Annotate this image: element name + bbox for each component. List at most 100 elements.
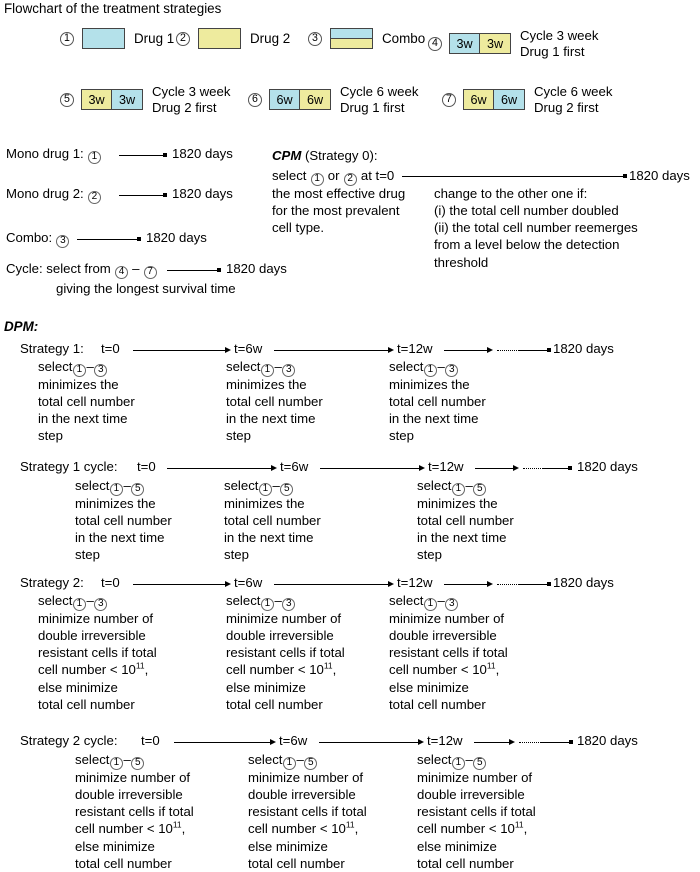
- body-line-4: cell number < 1011,: [75, 820, 186, 837]
- select-circle-to: 5: [473, 482, 487, 496]
- strategy-2-cycle-seg-3: [474, 742, 510, 743]
- body-line-1: minimize number of: [417, 770, 533, 785]
- body-line-1: minimizes the: [226, 377, 307, 392]
- mono-drug2-label: Mono drug 2:: [6, 186, 84, 201]
- strategy-1-cycle-seg-4: [543, 468, 570, 469]
- combo-line: [77, 239, 139, 240]
- cycle-cell-first: 3w: [450, 34, 480, 54]
- cycle-cell-second: 3w: [112, 90, 142, 110]
- body-line-1: minimize number of: [75, 770, 191, 785]
- legend-item-2: 2 Drug 2: [176, 28, 290, 49]
- strategy-1-seg-2: [274, 350, 389, 351]
- body-line-2: total cell number: [38, 394, 135, 410]
- strategy-1-cycle-body-col-3: minimizes the total cell number in the n…: [417, 495, 514, 564]
- cpm-right-line-3: (ii) the total cell number reemerges: [434, 220, 638, 236]
- mono-drug1-endpoint: [163, 153, 167, 157]
- body-line-6: total cell number: [75, 855, 172, 871]
- strategy-2-seg-2: [274, 584, 389, 585]
- strategy-2-cycle-endpoint: [569, 740, 573, 744]
- body-line-3: in the next time: [226, 411, 316, 427]
- strategy-2-cycle-t6: t=6w: [279, 733, 308, 748]
- body-line-2: total cell number: [417, 513, 514, 529]
- strategy-2-cycle-name: Strategy 2 cycle:: [20, 733, 118, 748]
- strategy-1-cycle-endpoint: [568, 466, 572, 470]
- strategy-2-cycle-t12: t=12w: [427, 733, 463, 748]
- legend-label-cycle-5: Cycle 3 week Drug 2 first: [152, 84, 230, 115]
- strategy-2-seg-4: [519, 584, 549, 585]
- strategy-2-cycle-seg-4: [541, 742, 571, 743]
- cycle-endpoint: [217, 268, 221, 272]
- cycle-cell-second: 3w: [480, 34, 510, 54]
- strategy-1-arrow-3: [487, 346, 493, 353]
- select-dash: –: [437, 593, 445, 608]
- select-circle-from: 1: [423, 363, 437, 377]
- select-dash: –: [272, 478, 280, 493]
- body-line-1: minimize number of: [248, 770, 364, 785]
- strategy-1-cycle-seg-1: [167, 468, 272, 469]
- cpm-right-lines: change to the other one if: (i) the tota…: [434, 185, 638, 271]
- select-circle-from: 1: [72, 363, 86, 377]
- select-circle-from: 1: [451, 756, 465, 770]
- body-line-3: resistant cells if total: [389, 645, 508, 661]
- strategy-2-end-label: 1820 days: [553, 575, 614, 590]
- strategy-1-t6: t=6w: [234, 341, 263, 356]
- body-line-3: resistant cells if total: [38, 645, 157, 661]
- body-line-5: else minimize: [38, 679, 118, 695]
- cycle-subtitle: giving the longest survival time: [56, 281, 236, 296]
- combo-top-half: [331, 29, 372, 39]
- select-pre: select: [38, 593, 73, 608]
- body-line-2: double irreversible: [75, 787, 183, 803]
- legend-label-cycle-7-line2: Drug 2 first: [534, 99, 599, 115]
- mono-drug2-end-label: 1820 days: [172, 186, 233, 201]
- strategy-1-cycle-t12: t=12w: [428, 459, 464, 474]
- cycle-circle-from: 4: [114, 265, 128, 279]
- body-line-4: cell number < 1011,: [248, 820, 359, 837]
- combo-end-label: 1820 days: [146, 230, 207, 245]
- legend-item-6: 6 6w 6w Cycle 6 week Drug 1 first: [248, 84, 418, 115]
- select-dash: –: [123, 752, 131, 767]
- legend-label-drug2: Drug 2: [250, 30, 291, 46]
- strategy-1-t0: t=0: [101, 341, 120, 356]
- body-line-1: minimizes the: [38, 377, 119, 392]
- strategy-1-cycle-arrow-1: [271, 464, 277, 471]
- select-dash: –: [437, 359, 445, 374]
- body-line-4: step: [224, 547, 249, 563]
- cpm-left-line-3: cell type.: [272, 220, 325, 236]
- mono-drug2-row: Mono drug 2: 2: [6, 186, 101, 204]
- combo-endpoint: [137, 237, 141, 241]
- select-dash: –: [465, 752, 473, 767]
- select-dash: –: [86, 593, 94, 608]
- body-line-3: in the next time: [417, 530, 507, 546]
- select-pre: select: [389, 359, 424, 374]
- body-line-3: resistant cells if total: [226, 645, 345, 661]
- mono-drug2-endpoint: [163, 193, 167, 197]
- legend-circle-6: 6: [248, 92, 262, 107]
- body-line-3: resistant cells if total: [75, 804, 194, 820]
- select-circle-from: 1: [260, 597, 274, 611]
- body-line-2: total cell number: [75, 513, 172, 529]
- cycle-cell-second: 6w: [300, 90, 330, 110]
- cpm-select-row: select 1 or 2 at t=0: [272, 168, 394, 186]
- cpm-right-line-5: threshold: [434, 254, 489, 270]
- body-line-5: else minimize: [248, 838, 328, 854]
- legend-label-cycle-4-line2: Drug 1 first: [520, 43, 585, 59]
- select-circle-to: 5: [304, 756, 318, 770]
- body-line-3: in the next time: [75, 530, 165, 546]
- body-line-4: step: [226, 428, 251, 444]
- strategy-2-body-col-3: minimize number of double irreversible r…: [389, 610, 508, 713]
- cycle-end-label: 1820 days: [226, 261, 287, 276]
- mono-drug1-label: Mono drug 1:: [6, 146, 84, 161]
- legend-swatch-combo: [330, 28, 373, 49]
- body-line-2: total cell number: [224, 513, 321, 529]
- legend-label-cycle-6-line1: Cycle 6 week: [340, 84, 419, 99]
- strategy-2-cycle-body-col-1: minimize number of double irreversible r…: [75, 769, 194, 872]
- select-pre: select: [226, 593, 261, 608]
- cycle-row: Cycle: select from 4 – 7: [6, 261, 157, 279]
- mono-drug1-line: [119, 155, 165, 156]
- body-line-6: total cell number: [38, 696, 135, 712]
